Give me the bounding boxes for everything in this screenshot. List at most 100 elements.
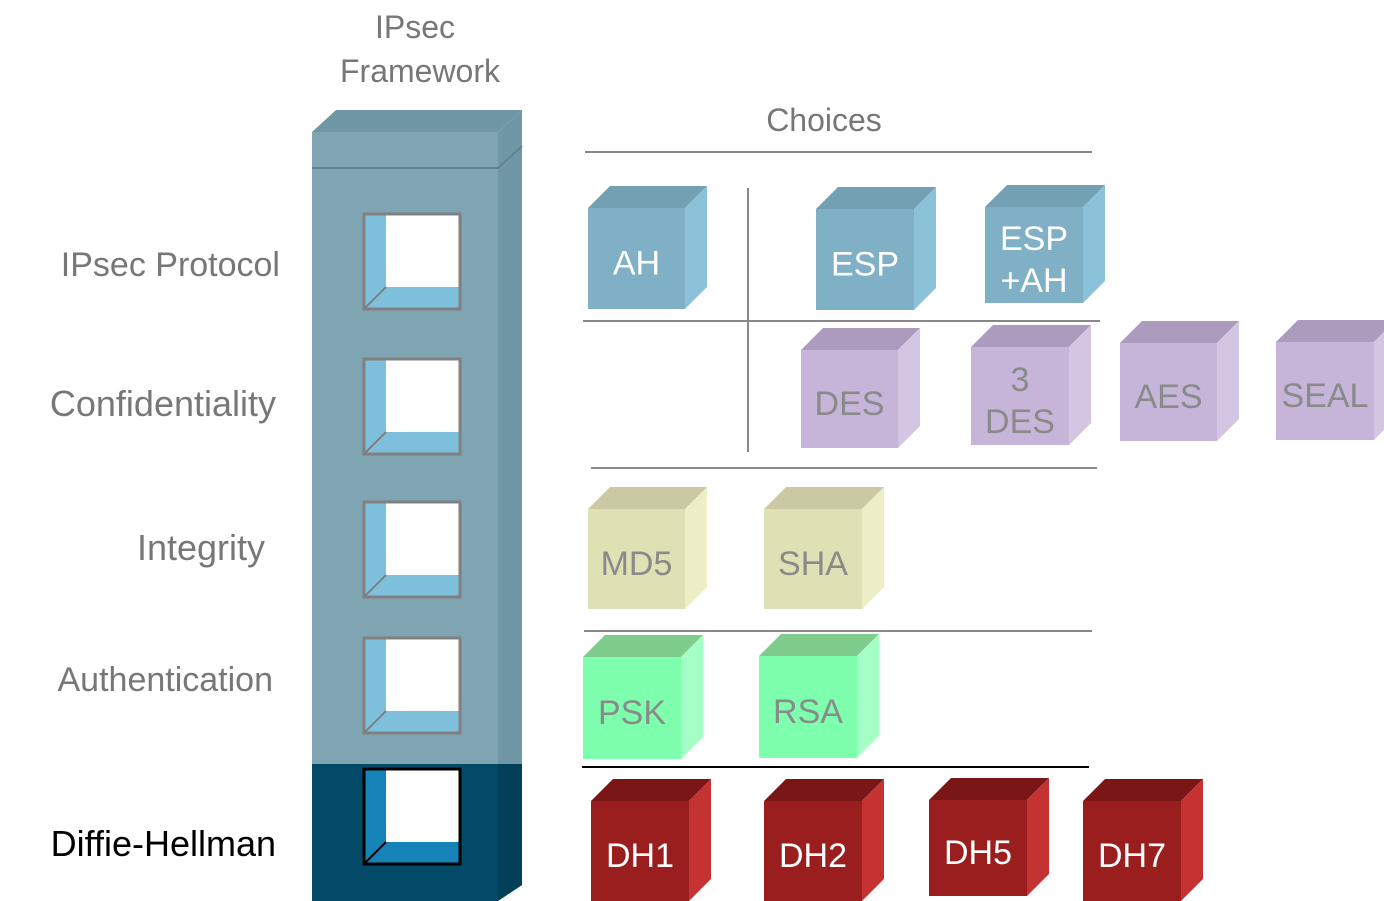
cube-label: DH5 [944,834,1012,872]
cube-top [588,487,707,509]
cube-label: AH [613,244,660,282]
slot-outline [362,767,462,866]
choice-dh7: DH7 [1083,779,1203,901]
cube-top [1120,321,1239,343]
cube-top [759,634,879,656]
cube-side [681,635,703,759]
cube-face [985,207,1083,303]
cube-face [759,656,857,758]
choice-des: DES [801,328,920,448]
choice-md5: MD5 [588,487,707,609]
cube-side [1083,185,1105,303]
choice-seal: SEAL [1276,320,1384,440]
cube-label: SHA [778,545,848,583]
row-label-confidentiality: Confidentiality [50,383,276,424]
framework-column-highlight-side [498,764,522,901]
slot-outline [362,212,462,311]
choice-esp: ESP [816,187,936,310]
slot-corner-line [363,710,387,734]
cube-top [801,328,920,350]
row-label-diffie-hellman: Diffie-Hellman [51,823,276,864]
slot-outline [362,636,462,735]
cube-face [764,509,862,609]
slot-corner-line [363,841,387,865]
cube-top [816,187,936,209]
cube-label: DH1 [606,837,674,875]
cube-top [764,487,884,509]
framework-column-top-bevel [497,145,523,169]
cube-side [898,328,920,448]
cube-face [816,209,914,310]
slot-corner-line [363,574,387,598]
cube-face [588,208,685,309]
cube-face [1276,342,1374,440]
cube-side [685,487,707,609]
slot-integrity [362,500,462,599]
choice-dh2: DH2 [764,779,884,901]
cube-side [1069,325,1091,445]
cube-face [801,350,898,448]
choice-rsa: RSA [759,634,879,758]
cube-label: SEAL [1282,377,1369,415]
cube-top [588,186,707,208]
cube-side [857,634,879,758]
slot-outline [362,500,462,599]
cube-label: +AH [1000,262,1067,300]
choice-sha: SHA [764,487,884,609]
cube-face [971,347,1069,445]
cube-top [971,325,1091,347]
framework-column-top [312,110,522,132]
cube-face [1083,801,1181,901]
cube-label: DES [815,385,885,423]
cube-face [583,657,681,759]
framework-column-side [498,110,522,901]
slot-confidentiality [362,357,462,456]
cube-side [1181,779,1203,901]
cube-face [1120,343,1217,441]
slot-diffie-hellman [362,767,462,866]
cube-face [591,801,689,901]
slot-ipsec-protocol [362,212,462,311]
slot-authentication [362,636,462,735]
cube-label: RSA [773,693,843,731]
row-label-integrity: Integrity [137,527,265,568]
slot-outline [362,357,462,456]
framework-title-line1: IPsec [375,9,455,45]
slot-corner-line [363,431,387,455]
cube-side [914,187,936,310]
row-label-ipsec-protocol: IPsec Protocol [61,246,280,284]
choice-ah: AH [588,186,707,309]
cube-side [685,186,707,309]
cube-label: AES [1134,378,1202,416]
cube-label: 3 [1011,361,1030,399]
cube-label: ESP [831,245,899,283]
cube-side [689,779,711,901]
framework-slots [362,212,462,866]
cube-label: DH7 [1098,837,1166,875]
cube-side [862,779,884,901]
framework-title-line2: Framework [340,53,501,89]
choice-aes: AES [1120,321,1239,441]
cube-side [862,487,884,609]
cube-top [985,185,1105,207]
cube-top [1083,779,1203,801]
cube-label: DH2 [779,837,847,875]
cube-top [764,779,884,801]
separator-rules [582,151,1100,768]
choice-dh5: DH5 [929,778,1049,896]
choice-psk: PSK [583,635,703,759]
cube-face [764,801,862,901]
choice-dh1: DH1 [591,779,711,901]
cube-side [1374,332,1384,440]
cube-label: ESP [1000,220,1068,258]
cube-label: DES [985,403,1055,441]
cube-face [588,509,685,609]
cube-label: MD5 [601,545,673,583]
cube-top [591,779,711,801]
choice-esp-ah: ESP +AH [985,185,1105,303]
cube-face [929,800,1027,896]
row-label-authentication: Authentication [58,661,274,699]
